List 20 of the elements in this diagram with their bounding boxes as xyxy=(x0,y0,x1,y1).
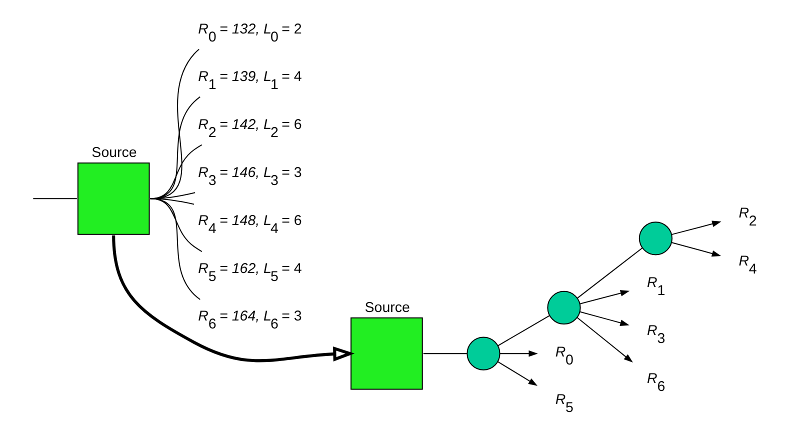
arrow xyxy=(500,350,538,357)
node-label: Source xyxy=(91,145,136,162)
connector xyxy=(150,198,202,252)
arrow xyxy=(576,317,632,363)
node-circle xyxy=(546,290,580,325)
connector xyxy=(32,198,76,200)
arrow xyxy=(671,220,721,235)
arrow xyxy=(112,235,354,362)
arrow xyxy=(670,242,721,257)
connector xyxy=(150,198,200,300)
arrow xyxy=(579,311,629,326)
arrow xyxy=(497,361,538,386)
connector xyxy=(576,248,642,298)
connector xyxy=(150,198,194,205)
arrow xyxy=(580,290,630,304)
node-circle xyxy=(466,336,500,370)
connector xyxy=(422,353,466,354)
node-label: Source xyxy=(364,300,410,316)
connector xyxy=(497,315,550,346)
node-circle xyxy=(638,222,672,256)
